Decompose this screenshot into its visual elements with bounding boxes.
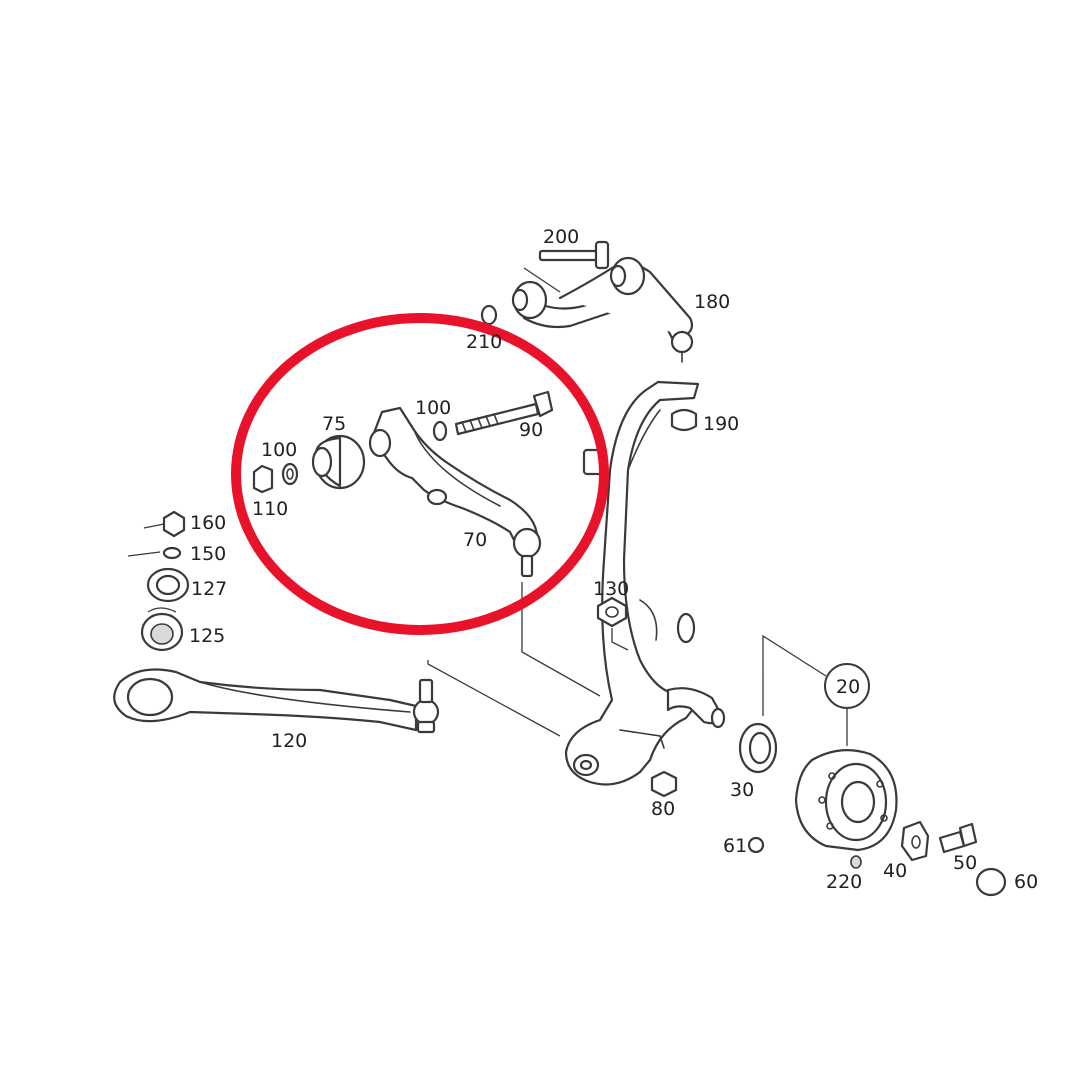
nut-80 xyxy=(650,770,678,798)
cap-190 xyxy=(670,408,698,432)
clip-40 xyxy=(900,820,930,862)
nut-130 xyxy=(596,596,629,651)
label-180: 180 xyxy=(694,291,730,313)
label-30: 30 xyxy=(730,779,754,801)
label-127: 127 xyxy=(191,578,227,600)
label-40: 40 xyxy=(883,860,907,882)
washer-210 xyxy=(480,304,498,326)
nut-160 xyxy=(143,510,186,538)
hub-20-callout xyxy=(762,634,870,746)
label-70: 70 xyxy=(463,529,487,551)
label-210: 210 xyxy=(466,331,502,353)
cap-60 xyxy=(975,867,1007,897)
label-110: 110 xyxy=(252,498,288,520)
seal-30 xyxy=(738,722,778,774)
bushing-75 xyxy=(311,434,366,490)
label-130: 130 xyxy=(593,578,629,600)
bolt-90 xyxy=(454,390,554,436)
steering-knuckle xyxy=(427,380,726,786)
tension-strut-120 xyxy=(113,668,440,734)
upper-control-arm xyxy=(511,256,694,363)
label-20: 20 xyxy=(836,676,860,698)
label-75: 75 xyxy=(322,413,346,435)
label-80: 80 xyxy=(651,798,675,820)
label-200: 200 xyxy=(543,226,579,248)
label-125: 125 xyxy=(189,625,225,647)
label-100-lower: 100 xyxy=(261,439,297,461)
label-190: 190 xyxy=(703,413,739,435)
washer-150 xyxy=(127,546,182,560)
label-220: 220 xyxy=(826,871,862,893)
bushing-127 xyxy=(146,567,190,603)
label-150: 150 xyxy=(190,543,226,565)
nut-110 xyxy=(252,464,274,494)
wheel-hub xyxy=(794,749,898,852)
bolt-220 xyxy=(850,855,862,869)
plug-61 xyxy=(747,836,765,854)
label-160: 160 xyxy=(190,512,226,534)
washer-100-upper xyxy=(432,420,448,442)
screw-50 xyxy=(938,822,978,854)
label-60: 60 xyxy=(1014,871,1038,893)
label-61: 61 xyxy=(723,835,747,857)
bolt-200 xyxy=(538,240,610,270)
label-120: 120 xyxy=(271,730,307,752)
washer-100-lower xyxy=(281,462,299,486)
highlight-ellipse xyxy=(231,313,609,635)
label-50: 50 xyxy=(953,852,977,874)
label-100-upper: 100 xyxy=(415,397,451,419)
bushing-125 xyxy=(140,607,184,652)
label-90: 90 xyxy=(519,419,543,441)
lower-control-arm-70 xyxy=(368,406,542,578)
